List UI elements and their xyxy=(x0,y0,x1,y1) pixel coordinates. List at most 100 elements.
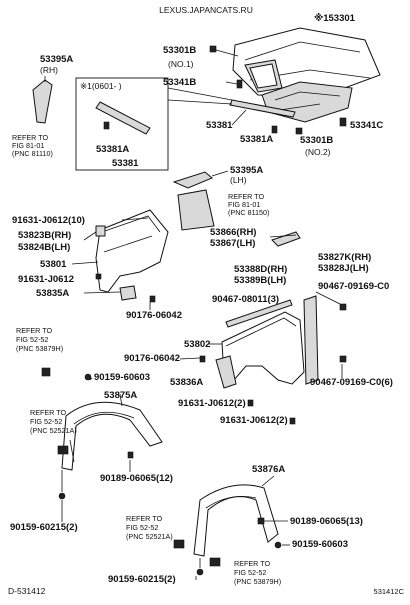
label-53802: 53802 xyxy=(184,339,210,350)
fender-brace-lh xyxy=(215,355,237,389)
bolt-icon xyxy=(247,399,254,407)
label-53836a: 53836A xyxy=(170,377,203,388)
label-53381: 53381 xyxy=(206,120,233,131)
ref-52-52-c2: FIG 52-52 xyxy=(126,523,158,532)
screw-icon xyxy=(58,492,66,500)
screw-icon xyxy=(196,568,204,576)
bolt-icon xyxy=(95,273,102,280)
label-90159-a: 90159-60603 xyxy=(94,372,150,383)
label-lh-1: (LH) xyxy=(230,175,247,185)
clip-icon xyxy=(209,557,221,567)
label-90176-a: 90176-06042 xyxy=(126,310,182,321)
label-no1: (NO.1) xyxy=(168,59,194,69)
label-91631-2b: 91631-J0612(2) xyxy=(220,415,288,426)
bolt-icon xyxy=(127,451,134,459)
label-90159-b: 90159-60603 xyxy=(292,539,348,550)
label-153301: ※153301 xyxy=(314,13,356,24)
label-53389b: 53389B(LH) xyxy=(234,275,286,286)
label-90189-12: 90189-06065(12) xyxy=(100,473,173,484)
screw-icon xyxy=(274,541,282,549)
clip-icon xyxy=(339,117,347,127)
bolt-icon xyxy=(257,517,265,525)
ref-52-52-d2: FIG 52-52 xyxy=(234,568,266,577)
label-53381a: 53381A xyxy=(240,134,273,145)
ref-52-52-c1: REFER TO xyxy=(126,514,162,523)
label-53341b: 53341B xyxy=(163,77,196,88)
fender-bracket xyxy=(95,225,106,237)
clip-icon xyxy=(41,367,51,377)
ref-81150-c: (PNC 81150) xyxy=(228,208,269,217)
label-53301b-b: 53301B xyxy=(300,135,333,146)
label-53828j: 53828J(LH) xyxy=(318,263,369,274)
fender-seal-53866 xyxy=(271,231,301,247)
label-53876a: 53876A xyxy=(252,464,285,475)
ref-52-52-a2: FIG 52-52 xyxy=(16,335,48,344)
leader-lines xyxy=(61,234,343,580)
ref-81110-a: REFER TO xyxy=(12,133,48,142)
label-91631-2a: 91631-J0612(2) xyxy=(178,398,246,409)
ref-52-52-d1: REFER TO xyxy=(234,559,270,568)
fender-cover-lh-top xyxy=(172,171,213,189)
label-90467-3: 90467-08011(3) xyxy=(212,294,279,305)
ref-81150-b: FIG 81-01 xyxy=(228,200,260,209)
label-53341c: 53341C xyxy=(350,120,383,131)
label-91631-10: 91631-J0612(10) xyxy=(12,215,85,226)
ref-81110-c: (PNC 81110) xyxy=(12,149,53,158)
label-53381-inset: 53381 xyxy=(112,158,139,169)
clip-icon xyxy=(149,295,156,303)
fender-liner-strip xyxy=(225,299,293,328)
clip-icon xyxy=(57,445,69,455)
ref-81150-a: REFER TO xyxy=(228,192,264,201)
label-90467-169c0b: 90467-09169-C0(6) xyxy=(310,377,393,388)
clip-icon xyxy=(339,303,347,311)
label-53801: 53801 xyxy=(40,259,67,270)
hood-seal-strip xyxy=(229,99,296,118)
label-53824b: 53824B(LH) xyxy=(18,242,70,253)
ref-52-52-a3: (PNC 53879H) xyxy=(16,344,63,353)
label-53866: 53866(RH) xyxy=(210,227,256,238)
fender-cover-rh xyxy=(32,79,53,124)
ref-52-52-b1: REFER TO xyxy=(30,408,66,417)
label-53395a-lh: 53395A xyxy=(230,165,263,176)
clip-icon xyxy=(173,539,185,549)
inset-box xyxy=(75,77,233,171)
fender-liner-53875a xyxy=(61,401,163,471)
label-53381a-inset: 53381A xyxy=(96,144,129,155)
label-90176-b: 90176-06042 xyxy=(124,353,180,364)
label-53867: 53867(LH) xyxy=(210,238,255,249)
clip-icon xyxy=(236,79,243,89)
fender-brace xyxy=(119,285,137,301)
label-90189-13: 90189-06065(13) xyxy=(290,516,363,527)
label-53301b-a: 53301B xyxy=(163,45,196,56)
fender-liner-53876a xyxy=(193,484,279,557)
front-fender-53801 xyxy=(95,209,169,293)
label-53388d: 53388D(RH) xyxy=(234,264,287,275)
clip-icon xyxy=(339,355,347,363)
label-53823b: 53823B(RH) xyxy=(18,230,71,241)
label-no2: (NO.2) xyxy=(305,147,331,157)
label-90467-169c0a: 90467-09169-C0 xyxy=(318,281,389,292)
fender-cover-lh xyxy=(177,189,215,231)
bolt-icon xyxy=(295,127,303,135)
diagram-code-right: 531412C xyxy=(374,587,405,596)
label-91631: 91631-J0612 xyxy=(18,274,74,285)
ref-81110-b: FIG 81-01 xyxy=(12,141,44,150)
clip-icon xyxy=(271,125,278,134)
label-53875a: 53875A xyxy=(104,390,137,401)
label-53835a: 53835A xyxy=(36,288,69,299)
diagram-code-left: D-531412 xyxy=(8,586,46,596)
bolt-icon xyxy=(289,417,296,425)
clip-icon xyxy=(199,355,206,363)
bolt-icon xyxy=(209,45,217,53)
ref-52-52-b3: (PNC 52521A) xyxy=(30,426,77,435)
inset-label: ※1(0601- ) xyxy=(80,81,122,91)
label-53827k: 53827K(RH) xyxy=(318,252,371,263)
ref-52-52-a1: REFER TO xyxy=(16,326,52,335)
site-header: LEXUS.JAPANCATS.RU xyxy=(159,5,253,15)
fender-mudguard xyxy=(303,295,319,385)
label-rh-top: (RH) xyxy=(40,65,58,75)
screw-icon xyxy=(84,373,92,381)
ref-52-52-b2: FIG 52-52 xyxy=(30,417,62,426)
